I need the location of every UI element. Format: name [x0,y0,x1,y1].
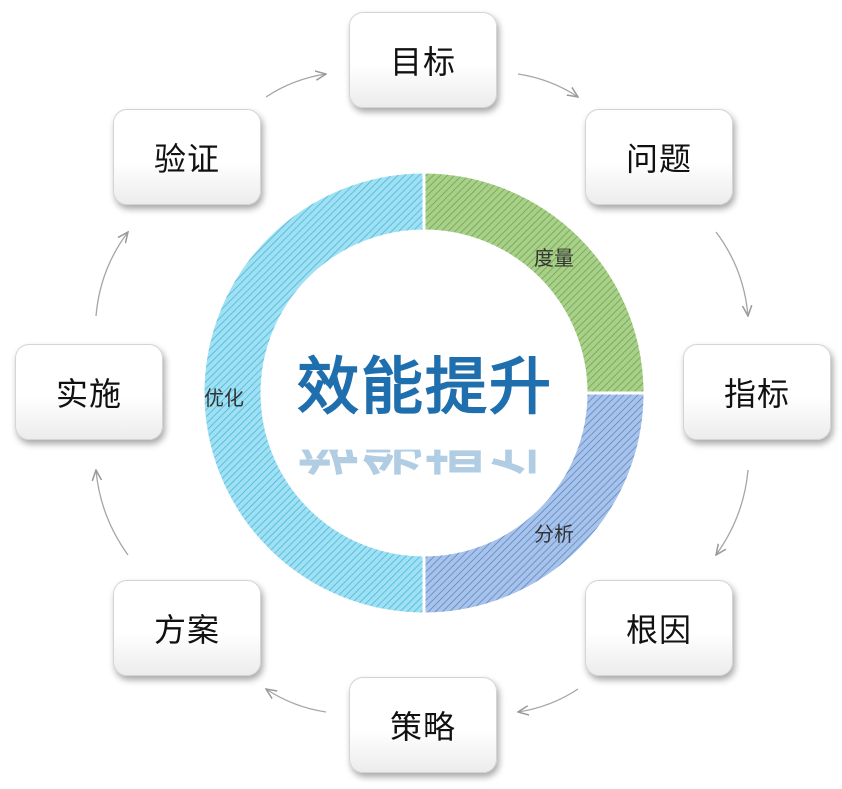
segment-label-analysis: 分析 [534,522,574,546]
arrow-problem-to-metric [715,231,748,316]
arrow-goal-to-problem [517,73,578,97]
step-box-root-cause: 根因 [585,580,733,676]
ring-segment-measure [422,170,647,395]
step-box-problem: 问题 [585,109,733,205]
arrow-metric-to-rootcause [716,469,749,555]
step-label: 指标 [723,375,790,413]
center-title: 效能提升 [296,350,553,423]
arrow-implement-to-verify [95,232,128,317]
step-label: 根因 [625,611,692,649]
ring-segment-analysis [422,391,647,616]
step-label: 问题 [625,140,692,178]
arrow-verify-to-goal [265,74,326,98]
arrow-strategy-to-plan [266,689,327,713]
arrow-plan-to-implement [96,470,129,556]
step-box-strategy: 策略 [349,677,497,773]
step-box-implement: 实施 [15,344,163,440]
step-box-goal: 目标 [349,12,497,108]
step-box-verify: 验证 [113,109,261,205]
step-label: 策略 [389,708,456,746]
arrow-rootcause-to-strategy [518,688,579,712]
segment-label-measure: 度量 [534,246,574,270]
step-box-plan: 方案 [113,580,261,676]
step-label: 实施 [55,375,122,413]
step-label: 方案 [153,611,220,649]
step-box-metric: 指标 [683,344,831,440]
ring-segment-optimize [201,170,426,616]
step-label: 验证 [153,140,220,178]
step-label: 目标 [389,43,456,81]
segment-label-optimize: 优化 [204,386,244,410]
